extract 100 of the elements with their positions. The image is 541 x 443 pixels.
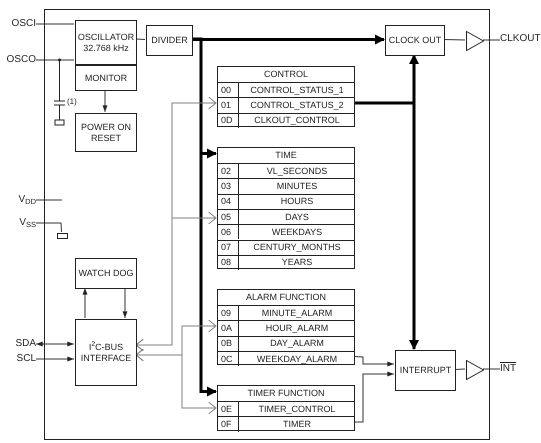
pin-label: OSCO	[2, 54, 36, 66]
register-table	[217, 147, 355, 270]
register-address: 05	[217, 210, 239, 224]
connector-line	[354, 372, 394, 422]
block-label: CLOCK OUT	[388, 35, 442, 46]
table-header: TIMER FUNCTION	[246, 386, 326, 400]
register-address: 01	[217, 98, 239, 113]
table-row	[217, 208, 355, 224]
block-label: MONITOR	[84, 72, 128, 84]
register-name: DAYS	[284, 210, 310, 224]
table-row	[217, 416, 355, 432]
register-address: 06	[217, 225, 239, 240]
register-table	[217, 66, 355, 127]
pin-label: CLKOUT	[500, 33, 540, 45]
register-address: 0B	[217, 336, 239, 351]
pin-label: V$_{DD}$	[4, 193, 36, 207]
bus-arrow	[192, 34, 385, 44]
connector-line	[482, 368, 500, 370]
block-label: WATCH DOG	[78, 268, 134, 279]
function-block	[75, 65, 137, 91]
data-bus-line	[136, 348, 216, 414]
table-row	[217, 194, 355, 209]
connector-line	[444, 39, 466, 40]
connector-line	[82, 288, 88, 318]
register-name: HOUR_ALARM	[264, 322, 330, 335]
ground-symbol	[57, 233, 68, 239]
function-block	[75, 258, 137, 289]
connector-line	[136, 38, 146, 40]
table-row	[217, 240, 355, 255]
register-address: 0D	[217, 114, 239, 128]
register-address: 04	[217, 194, 239, 209]
pin-label: V$_{SS}$	[4, 216, 36, 230]
table-row	[217, 401, 355, 416]
table-row	[217, 254, 355, 270]
register-address: 09	[217, 306, 239, 320]
register-address: 00	[217, 83, 239, 98]
table-header: TIME	[274, 148, 298, 162]
pin-label: INT	[500, 363, 524, 375]
buffer-symbol	[466, 31, 484, 51]
table-row	[217, 82, 355, 98]
register-name: TIMER	[282, 418, 312, 431]
register-name: CONTROL_STATUS_2	[249, 98, 345, 112]
register-name: MINUTES	[276, 180, 318, 193]
register-name: WEEKDAYS	[270, 226, 324, 239]
buffer-symbol	[466, 360, 484, 380]
connector-line	[102, 90, 108, 112]
chip-outline	[44, 9, 490, 440]
function-block	[385, 25, 445, 56]
connector-line	[36, 356, 74, 362]
data-bus-line	[136, 212, 216, 352]
function-block	[395, 350, 456, 391]
register-name: HOURS	[280, 195, 314, 208]
register-address: 0A	[217, 321, 239, 336]
function-block	[75, 319, 137, 386]
block-label: I$^{2}$C-BUS INTERFACE	[80, 342, 132, 364]
function-block	[146, 25, 193, 56]
table-row	[217, 163, 355, 178]
table-row	[217, 112, 355, 128]
footnote-marker: (1)	[67, 98, 77, 106]
register-name: CLKOUT_CONTROL	[253, 114, 341, 128]
register-address: 07	[217, 240, 239, 255]
register-name: MINUTE_ALARM	[260, 306, 334, 320]
pin-label: SDA	[4, 338, 36, 350]
table-row	[217, 178, 355, 194]
block-label: OSCILLATOR	[78, 32, 134, 42]
register-name: CONTROL_STATUS_1	[249, 84, 345, 97]
connector-line	[354, 356, 394, 366]
block-label: INTERRUPT	[400, 365, 452, 376]
connector-line	[36, 222, 62, 232]
table-header: ALARM FUNCTION	[244, 290, 327, 304]
register-address: 03	[217, 179, 239, 194]
register-table	[217, 289, 355, 366]
bus-arrow	[192, 38, 217, 396]
register-address: 0F	[217, 417, 239, 432]
function-block	[75, 20, 137, 65]
table-row	[217, 350, 355, 366]
register-name: WEEKDAY_ALARM	[256, 352, 338, 366]
pin-label: SCL	[4, 353, 36, 365]
register-table	[217, 385, 355, 431]
table-header: CONTROL	[262, 68, 309, 80]
register-address: 0E	[217, 402, 239, 416]
table-row	[217, 305, 355, 320]
connector-line	[36, 342, 74, 346]
block-label: POWER ON RESET	[80, 122, 132, 144]
table-row	[217, 97, 355, 113]
table-row	[217, 224, 355, 240]
register-name: YEARS	[280, 256, 314, 270]
register-name: CENTURY_MONTHS	[252, 241, 342, 254]
connector-line	[454, 368, 466, 370]
table-row	[217, 320, 355, 336]
function-block	[75, 113, 137, 152]
register-address: 02	[217, 164, 239, 178]
register-address: 0C	[217, 352, 239, 366]
pin-label: OSCI	[4, 18, 36, 30]
register-name: DAY_ALARM	[269, 337, 325, 350]
connector-line	[122, 288, 128, 318]
register-address: 08	[217, 256, 239, 270]
table-row	[217, 336, 355, 351]
register-name: TIMER_CONTROL	[257, 402, 336, 416]
register-name: VL_SECONDS	[266, 164, 328, 178]
